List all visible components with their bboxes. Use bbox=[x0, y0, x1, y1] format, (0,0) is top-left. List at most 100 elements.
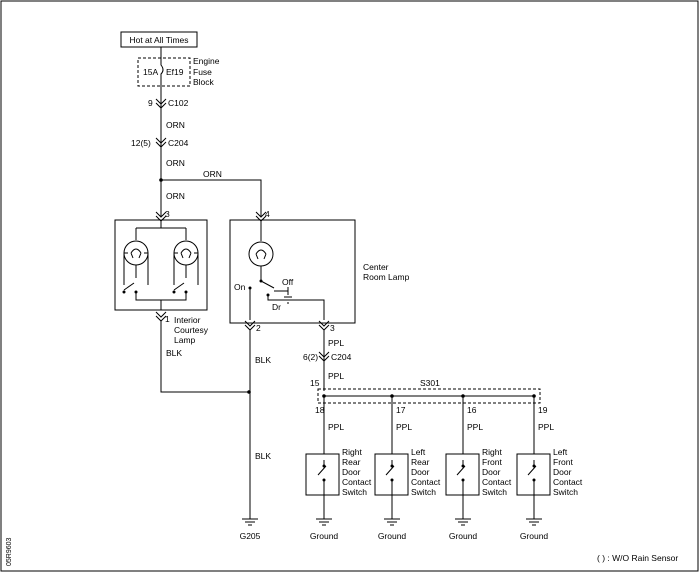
c204-label: C204 bbox=[168, 138, 189, 148]
switch-4-line2: Front bbox=[553, 457, 573, 467]
switch-4-line3: Door bbox=[553, 467, 572, 477]
c102-pin: 9 bbox=[148, 98, 153, 108]
switch-2-line2: Rear bbox=[411, 457, 430, 467]
switch-3-ground: Ground bbox=[449, 531, 478, 541]
switch-3-line5: Switch bbox=[482, 487, 507, 497]
fuse-block-label-3: Block bbox=[193, 77, 215, 87]
wire-label-orn-3: ORN bbox=[203, 169, 222, 179]
center-pin-top: 4 bbox=[265, 209, 270, 219]
switch-4-line5: Switch bbox=[553, 487, 578, 497]
courtesy-filament-left bbox=[130, 248, 142, 259]
wire-label-blk-1: BLK bbox=[166, 348, 182, 358]
g205-label: G205 bbox=[240, 531, 261, 541]
fuse-block-box bbox=[137, 57, 191, 87]
courtesy-lamp-feed bbox=[135, 220, 187, 240]
fuse-symbol bbox=[160, 58, 164, 86]
wire-label-orn-4: ORN bbox=[166, 191, 185, 201]
fuse-block-label-2: Fuse bbox=[193, 67, 212, 77]
center-right-connector bbox=[318, 320, 330, 331]
fuse-block-label-1: Engine bbox=[193, 56, 220, 66]
power-source-box bbox=[120, 31, 198, 48]
wire-label-blk-3: BLK bbox=[255, 451, 271, 461]
switch-3-line2: Front bbox=[482, 457, 502, 467]
center-label-dr: Dr bbox=[272, 302, 281, 312]
courtesy-lamp-return bbox=[135, 292, 187, 310]
switch-1-line3: Door bbox=[342, 467, 361, 477]
switch-2-line4: Contact bbox=[411, 477, 441, 487]
center-pin-left: 2 bbox=[256, 323, 261, 333]
wire-to-center-lamp bbox=[161, 179, 262, 216]
courtesy-label-2: Courtesy bbox=[174, 325, 209, 335]
switch-2-wire: PPL bbox=[396, 422, 412, 432]
center-lamp-box bbox=[229, 219, 356, 324]
power-source-label: Hot at All Times bbox=[129, 35, 188, 45]
switch-3-line1: Right bbox=[482, 447, 502, 457]
center-filament bbox=[255, 249, 267, 260]
side-code: 05R9603 bbox=[6, 537, 13, 566]
splice-label: S301 bbox=[420, 378, 440, 388]
switch-3-line4: Contact bbox=[482, 477, 512, 487]
switch-1-ground: Ground bbox=[310, 531, 339, 541]
splice-s301-box bbox=[317, 388, 541, 404]
courtesy-switches bbox=[123, 282, 185, 291]
switch-1-pin: 18 bbox=[315, 405, 325, 415]
fuse-rating: 15A bbox=[143, 67, 158, 77]
courtesy-contact-3 bbox=[172, 290, 176, 294]
switch-1-wire: PPL bbox=[328, 422, 344, 432]
courtesy-lamp-box bbox=[114, 219, 208, 311]
courtesy-right-leads bbox=[173, 252, 199, 285]
switch-4-pin: 19 bbox=[538, 405, 548, 415]
switch-1-line1: Right bbox=[342, 447, 362, 457]
switch-2-line3: Door bbox=[411, 467, 430, 477]
center-label-1: Center bbox=[363, 262, 389, 272]
center-switch-blade bbox=[260, 280, 275, 289]
courtesy-filament-right bbox=[180, 248, 192, 259]
center-pin-right: 3 bbox=[330, 323, 335, 333]
wire-label-blk-2: BLK bbox=[255, 355, 271, 365]
fuse-name: Ef19 bbox=[166, 67, 184, 77]
switch-2-line5: Switch bbox=[411, 487, 436, 497]
connector-c204-lower bbox=[318, 351, 330, 362]
center-left-connector bbox=[244, 320, 256, 331]
courtesy-pin-bottom: 1 bbox=[165, 314, 170, 324]
switch-2-ground: Ground bbox=[378, 531, 407, 541]
switch-4-wire: PPL bbox=[538, 422, 554, 432]
center-label-on: On bbox=[234, 282, 246, 292]
wire-label-orn-2: ORN bbox=[166, 158, 185, 168]
courtesy-label-3: Lamp bbox=[174, 335, 196, 345]
wire-label-ppl-1: PPL bbox=[328, 338, 344, 348]
door-switch-4 bbox=[516, 396, 551, 526]
center-bulb bbox=[248, 241, 274, 267]
center-dr-lead bbox=[267, 295, 325, 320]
connector-c102 bbox=[155, 98, 167, 109]
c204-lower-pin: 6(2) bbox=[303, 352, 318, 362]
footnote: ( ) : W/O Rain Sensor bbox=[597, 553, 678, 563]
switch-3-pin: 16 bbox=[467, 405, 477, 415]
c204-lower-label: C204 bbox=[331, 352, 352, 362]
wire-label-orn-1: ORN bbox=[166, 120, 185, 130]
center-label-off: Off bbox=[282, 277, 294, 287]
center-label-2: Room Lamp bbox=[363, 272, 410, 282]
switch-4-line4: Contact bbox=[553, 477, 583, 487]
door-switch-1 bbox=[305, 396, 340, 526]
switch-4-ground: Ground bbox=[520, 531, 549, 541]
splice-pin: 15 bbox=[310, 378, 320, 388]
courtesy-label-1: Interior bbox=[174, 315, 201, 325]
switch-3-wire: PPL bbox=[467, 422, 483, 432]
connector-c204 bbox=[155, 137, 167, 148]
door-switch-2 bbox=[374, 396, 409, 526]
center-off-ground bbox=[274, 287, 292, 304]
courtesy-left-leads bbox=[123, 252, 149, 285]
switch-1-line2: Rear bbox=[342, 457, 361, 467]
switch-1-line4: Contact bbox=[342, 477, 372, 487]
g205-ground-symbol bbox=[242, 518, 258, 526]
c204-pin: 12(5) bbox=[131, 138, 151, 148]
switch-2-pin: 17 bbox=[396, 405, 406, 415]
c102-label: C102 bbox=[168, 98, 189, 108]
courtesy-pin-top: 3 bbox=[165, 209, 170, 219]
wire-courtesy-ground bbox=[160, 321, 249, 393]
door-switch-3 bbox=[445, 396, 480, 526]
